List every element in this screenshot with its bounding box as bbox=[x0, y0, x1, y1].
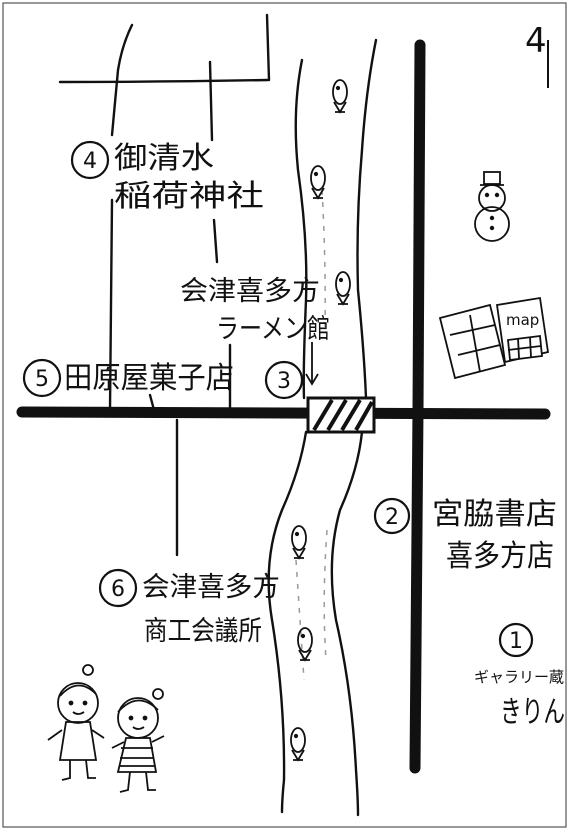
marker-3-number: 3 bbox=[277, 369, 291, 394]
marker-6 bbox=[98, 568, 138, 608]
fish-icon bbox=[310, 165, 326, 200]
bridge-icon bbox=[306, 396, 376, 434]
ramen-name-line1: 会津喜多方 bbox=[180, 276, 320, 307]
marker-1-number: 1 bbox=[509, 629, 523, 654]
marker-4 bbox=[70, 140, 110, 180]
fish-icon bbox=[291, 525, 307, 560]
marker-1 bbox=[498, 622, 534, 658]
street-left-vertical bbox=[108, 198, 114, 412]
street-upper-left-curve bbox=[110, 23, 134, 137]
main-roads bbox=[16, 39, 551, 774]
street-mid-vertical bbox=[212, 218, 219, 264]
fish-icon bbox=[297, 627, 313, 662]
main-road-vertical bbox=[409, 39, 426, 774]
ramen-pointer bbox=[305, 342, 319, 386]
miyawaki-name-line2: 喜多方店 bbox=[446, 539, 554, 574]
fish-icon bbox=[332, 79, 348, 114]
chamber-name-line1: 会津喜多方 bbox=[142, 572, 280, 603]
gallery-name-line1: ギャラリー蔵 bbox=[474, 668, 564, 686]
fish-icon bbox=[335, 271, 351, 306]
folded-map-icon: map bbox=[438, 296, 550, 380]
street-shrine-right bbox=[208, 60, 214, 142]
fish-icon bbox=[290, 727, 306, 762]
street-upper-horizontal bbox=[58, 78, 270, 84]
main-road-horizontal bbox=[16, 406, 551, 420]
marker-5-number: 5 bbox=[35, 367, 49, 392]
marker-3 bbox=[264, 360, 304, 400]
tahara-shop-name: 田原屋菓子店 bbox=[64, 361, 234, 396]
street-upper-right bbox=[265, 13, 271, 82]
snowman-icon bbox=[474, 171, 510, 242]
fish-group bbox=[290, 79, 351, 762]
river-left-bank bbox=[267, 58, 308, 814]
children-icon bbox=[47, 664, 165, 793]
river-dashes bbox=[295, 189, 328, 681]
shrine-name-line1: 御清水 bbox=[114, 141, 214, 176]
chamber-name-line2: 商工会議所 bbox=[144, 616, 262, 647]
ramen-name-line2: ラーメン館 bbox=[216, 314, 330, 345]
miyawaki-name-line1: 宮脇書店 bbox=[432, 497, 557, 532]
river bbox=[267, 38, 378, 817]
marker-2 bbox=[373, 497, 411, 535]
shrine-name-line2: 稲荷神社 bbox=[114, 179, 264, 214]
marker-5 bbox=[22, 358, 62, 398]
page-number: 4 bbox=[525, 21, 547, 61]
marker-6-number: 6 bbox=[111, 577, 125, 602]
marker-4-number: 4 bbox=[83, 149, 97, 174]
map-sign: map bbox=[506, 311, 539, 329]
marker-2-number: 2 bbox=[385, 505, 399, 530]
number-markers bbox=[22, 140, 534, 658]
river-right-bank bbox=[330, 38, 378, 817]
gallery-name-line2: きりん bbox=[500, 695, 565, 730]
marker-numbers: 4 5 3 2 6 1 bbox=[35, 149, 523, 654]
